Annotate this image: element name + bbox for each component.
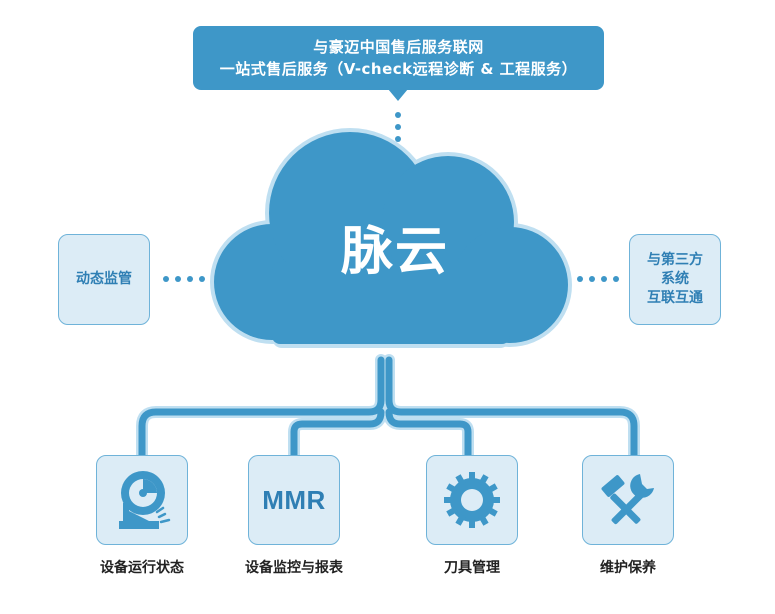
feature-label-machine-status: 设备运行状态 [100,560,184,576]
cloud-shape [210,128,572,348]
service-banner: 与豪迈中国售后服务联网 一站式售后服务（V-check远程诊断 & 工程服务） [193,26,604,90]
banner-dots [395,112,401,142]
feature-box-tool-management [426,455,518,545]
gear-cog-icon [444,472,500,528]
cloud-title: 脉云 [340,222,449,282]
third-party-line-1: 与第三方 [647,252,703,268]
feature-box-maintenance [582,455,674,545]
mmr-logo-icon: MMR [262,484,326,515]
right-dots [565,276,619,282]
feature-box-machine-status [96,455,188,545]
banner-title: 与豪迈中国售后服务联网 [313,38,484,56]
third-party-line-2: 系统 [661,271,689,287]
feature-label-tool-management: 刀具管理 [444,560,500,576]
tree-connector [138,356,638,459]
dynamic-monitoring-label: 动态监管 [76,271,132,287]
feature-label-monitoring-report: 设备监控与报表 [245,560,343,576]
dynamic-monitoring-box: 动态监管 [58,234,150,325]
saw-blade-machine-icon [119,471,171,529]
feature-label-maintenance: 维护保养 [600,560,656,576]
third-party-line-3: 互联互通 [647,290,703,306]
third-party-integration-box: 与第三方 系统 互联互通 [629,234,721,325]
feature-box-monitoring-report: MMR [248,455,340,545]
wrench-hammer-icon [601,474,654,525]
banner-pointer [388,89,408,101]
banner-subtitle: 一站式售后服务（V-check远程诊断 & 工程服务） [219,60,578,78]
left-dots [163,276,217,282]
